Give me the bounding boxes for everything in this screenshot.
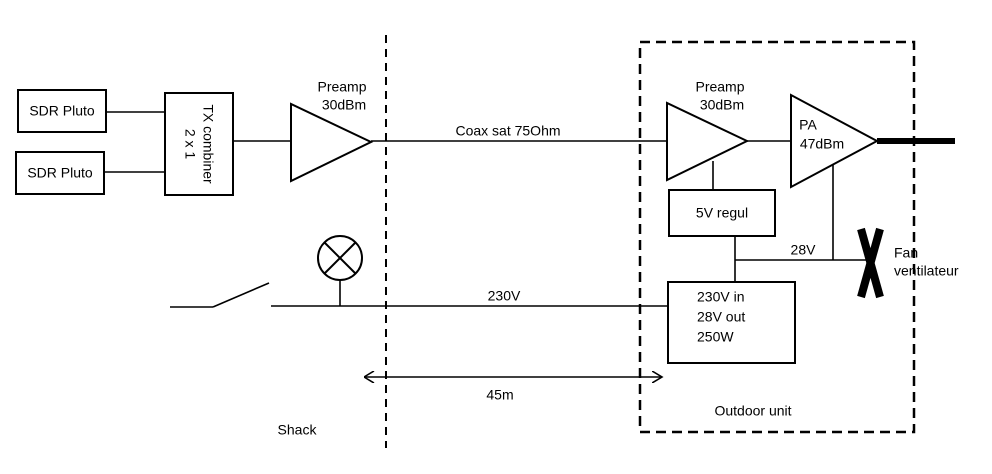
- fan-label-fr: ventilateur: [894, 263, 959, 279]
- switch-icon: [170, 282, 270, 308]
- regulator-box: [668, 189, 776, 237]
- sdr-pluto-2-box: [15, 151, 105, 195]
- psu-output-label: 28V out: [697, 309, 745, 325]
- sdr-pluto-1-label: SDR Pluto: [29, 103, 95, 119]
- psu-box: [667, 281, 796, 364]
- pa-name: PA: [799, 117, 817, 133]
- distance-label: 45m: [486, 387, 513, 403]
- preamp-outdoor-gain: 30dBm: [700, 97, 744, 113]
- supply-28v-label: 28V: [791, 242, 817, 258]
- sdr-pluto-1-box: [17, 89, 107, 133]
- mains-230v-label: 230V: [488, 288, 521, 304]
- lamp-icon: [317, 235, 363, 281]
- preamp-shack-triangle: [290, 102, 374, 183]
- preamp-outdoor-triangle: [666, 101, 750, 182]
- regulator-label: 5V regul: [696, 205, 748, 221]
- psu-input-label: 230V in: [697, 289, 744, 305]
- outdoor-unit-boundary: [638, 40, 916, 434]
- preamp-shack-gain: 30dBm: [322, 97, 366, 113]
- pa-gain: 47dBm: [800, 136, 844, 152]
- tx-combiner-ratio: 2 x 1: [182, 129, 198, 160]
- preamp-outdoor-name: Preamp: [695, 79, 744, 95]
- tx-combiner-box: [164, 92, 234, 196]
- fan-label: Fan: [894, 245, 918, 261]
- sdr-pluto-2-label: SDR Pluto: [27, 165, 93, 181]
- shack-area-label: Shack: [278, 422, 318, 438]
- pa-triangle: [790, 93, 880, 189]
- preamp-shack-name: Preamp: [317, 79, 366, 95]
- fan-icon: [857, 227, 884, 299]
- outdoor-area-label: Outdoor unit: [714, 403, 791, 419]
- coax-label: Coax sat 75Ohm: [455, 123, 560, 139]
- tx-combiner-label: TX combiner: [200, 104, 216, 184]
- psu-power-label: 250W: [697, 329, 734, 345]
